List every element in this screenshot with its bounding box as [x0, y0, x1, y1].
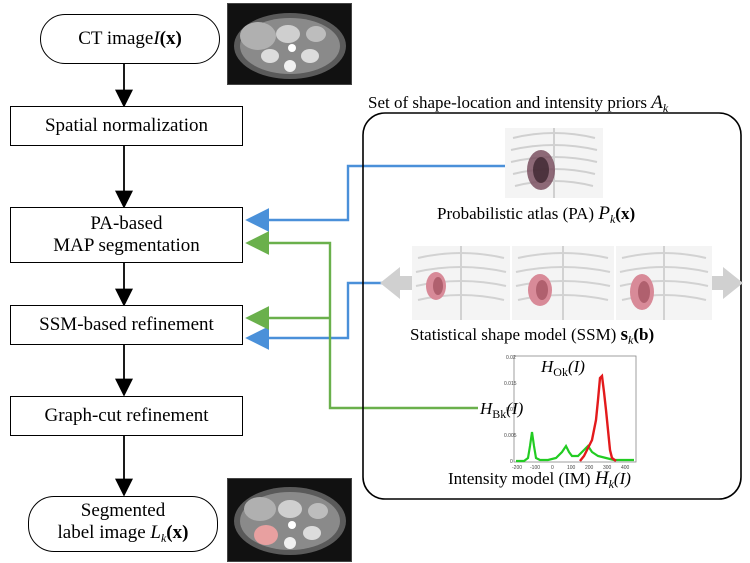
priors-container — [362, 112, 742, 500]
graph-cut-node: Graph-cut refinement — [10, 396, 243, 436]
blue-arrows — [245, 164, 507, 350]
segmented-line2-text: label image — [57, 521, 151, 543]
h-object-sub: Ok — [553, 365, 568, 379]
h-object-symbol: H — [541, 357, 554, 376]
spatial-normalization-label: Spatial normalization — [44, 115, 209, 136]
pa-caption-sub: k — [609, 212, 616, 226]
ct-segmented-image — [227, 478, 352, 562]
pa-caption-text: Probabilistic atlas (PA) — [437, 204, 599, 223]
h-object-arg: (I) — [567, 357, 585, 376]
pa-caption: Probabilistic atlas (PA) Pk(x) — [437, 203, 635, 227]
arrow-pa-prior-to-pa-map — [245, 164, 507, 232]
left-variation-arrow — [380, 267, 412, 299]
ct-image-arg: (x) — [159, 28, 182, 49]
h-background-sub: Bk — [492, 407, 507, 421]
ssm-caption: Statistical shape model (SSM) sk(b) — [410, 324, 654, 348]
ct-image-node: CT image I(x) — [40, 14, 220, 64]
shape-variation-arrows — [380, 267, 743, 299]
h-object-label: HOk(I) — [541, 357, 585, 380]
ssm-shape-mean — [512, 246, 614, 320]
h-background-arg: (I) — [506, 399, 524, 418]
im-caption: Intensity model (IM) Hk(I) — [448, 468, 631, 492]
ssm-refinement-node: SSM-based refinement — [10, 305, 243, 345]
segmented-node: Segmented label image Lk(x) — [28, 496, 218, 552]
ssm-refinement-label: SSM-based refinement — [39, 314, 214, 335]
arrow-im-to-pa-map — [245, 231, 478, 410]
ct-image-label: CT image — [78, 28, 154, 49]
arrow-ssm-prior-to-ssm — [245, 281, 382, 350]
segmented-symbol: L — [150, 521, 161, 543]
pa-caption-symbol: P — [598, 203, 610, 224]
ssm-shape-minus — [412, 246, 510, 320]
ssm-caption-text: Statistical shape model (SSM) — [410, 325, 621, 344]
segmented-sub: k — [160, 530, 167, 545]
h-background-symbol: H — [480, 399, 493, 418]
im-caption-text: Intensity model (IM) — [448, 469, 595, 488]
im-caption-sub: k — [608, 477, 614, 491]
priors-title-text: Set of shape-location and intensity prio… — [368, 93, 652, 112]
pa-map-line1: PA-based — [90, 213, 163, 234]
priors-title-symbol: A — [651, 92, 663, 113]
right-variation-arrow — [711, 267, 743, 299]
pa-caption-arg: (x) — [615, 204, 636, 223]
ssm-caption-sub: k — [628, 333, 634, 347]
segmented-line1: Segmented — [80, 499, 166, 521]
im-caption-symbol: H — [594, 468, 609, 489]
priors-title: Set of shape-location and intensity prio… — [368, 92, 668, 116]
spatial-normalization-node: Spatial normalization — [10, 106, 243, 146]
ct-input-image — [227, 3, 352, 85]
probabilistic-atlas-image — [505, 128, 603, 198]
ssm-caption-arg: (b) — [633, 325, 655, 344]
ct-image-symbol: I — [153, 28, 160, 49]
ssm-shape-plus — [616, 246, 712, 320]
green-arrows — [245, 231, 478, 410]
im-caption-arg: (I) — [613, 469, 631, 488]
h-background-label: HBk(I) — [480, 399, 523, 422]
segmented-line2: label image Lk(x) — [58, 522, 189, 549]
ssm-caption-symbol: s — [620, 324, 628, 345]
pa-map-line2: MAP segmentation — [53, 235, 200, 256]
priors-title-sub: k — [662, 101, 669, 115]
graph-cut-label: Graph-cut refinement — [44, 405, 209, 426]
segmented-arg: (x) — [166, 521, 189, 543]
pa-map-node: PA-based MAP segmentation — [10, 207, 243, 263]
